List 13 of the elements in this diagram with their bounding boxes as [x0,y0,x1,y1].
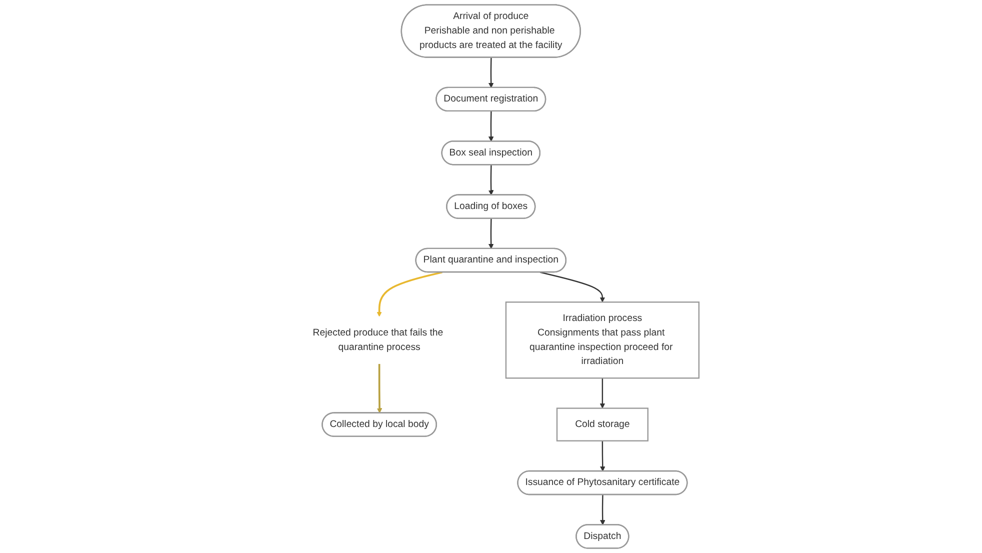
node-box: Irradiation process Consignments that pass plant quarantine inspection proceed for irradiation [505,302,700,379]
arrow [376,271,443,317]
arrow [488,218,494,249]
arrow [488,58,494,88]
arrow [600,440,606,472]
arrow [377,364,382,414]
arrow [488,111,494,142]
arrow [600,378,606,408]
arrow [540,272,606,302]
node-box: Cold storage [556,408,649,442]
node-text: Rejected produce that fails the quarantine process [312,327,444,352]
arrow [600,494,606,526]
arrow [488,164,494,196]
